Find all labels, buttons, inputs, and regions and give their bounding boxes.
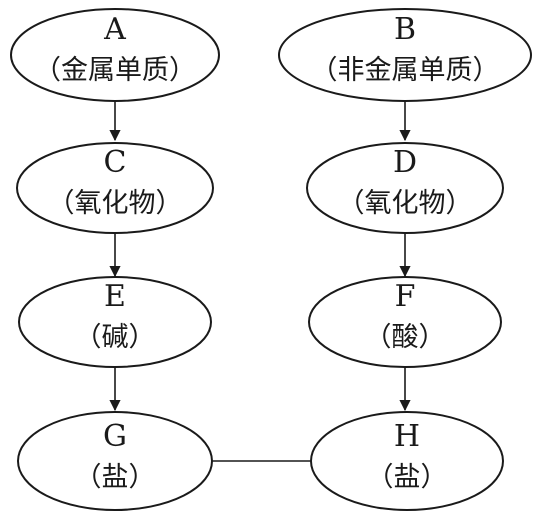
- node-c-letter: C: [104, 145, 127, 180]
- node-a-label: （金属单质）: [34, 55, 196, 86]
- node-e-label: （碱）: [75, 322, 156, 353]
- node-a: A （金属单质）: [10, 8, 220, 102]
- node-g: G （盐）: [17, 411, 213, 511]
- node-c-label: （氧化物）: [48, 188, 183, 219]
- node-a-letter: A: [103, 12, 126, 47]
- node-b-letter: B: [394, 12, 416, 47]
- node-g-letter: G: [103, 419, 127, 454]
- node-d-label: （氧化物）: [338, 188, 473, 219]
- node-h-label: （盐）: [367, 462, 448, 493]
- node-f: F （酸）: [308, 276, 502, 368]
- node-e-letter: E: [104, 279, 126, 314]
- node-f-letter: F: [395, 279, 416, 314]
- node-d: D （氧化物）: [306, 142, 504, 234]
- node-b: B （非金属单质）: [278, 8, 532, 102]
- node-c: C （氧化物）: [16, 142, 214, 234]
- node-b-label: （非金属单质）: [311, 55, 500, 86]
- node-f-label: （酸）: [365, 322, 446, 353]
- node-h: H （盐）: [310, 411, 504, 511]
- node-e: E （碱）: [18, 276, 212, 368]
- node-d-letter: D: [393, 145, 417, 180]
- node-g-label: （盐）: [75, 462, 156, 493]
- node-h-letter: H: [394, 419, 420, 454]
